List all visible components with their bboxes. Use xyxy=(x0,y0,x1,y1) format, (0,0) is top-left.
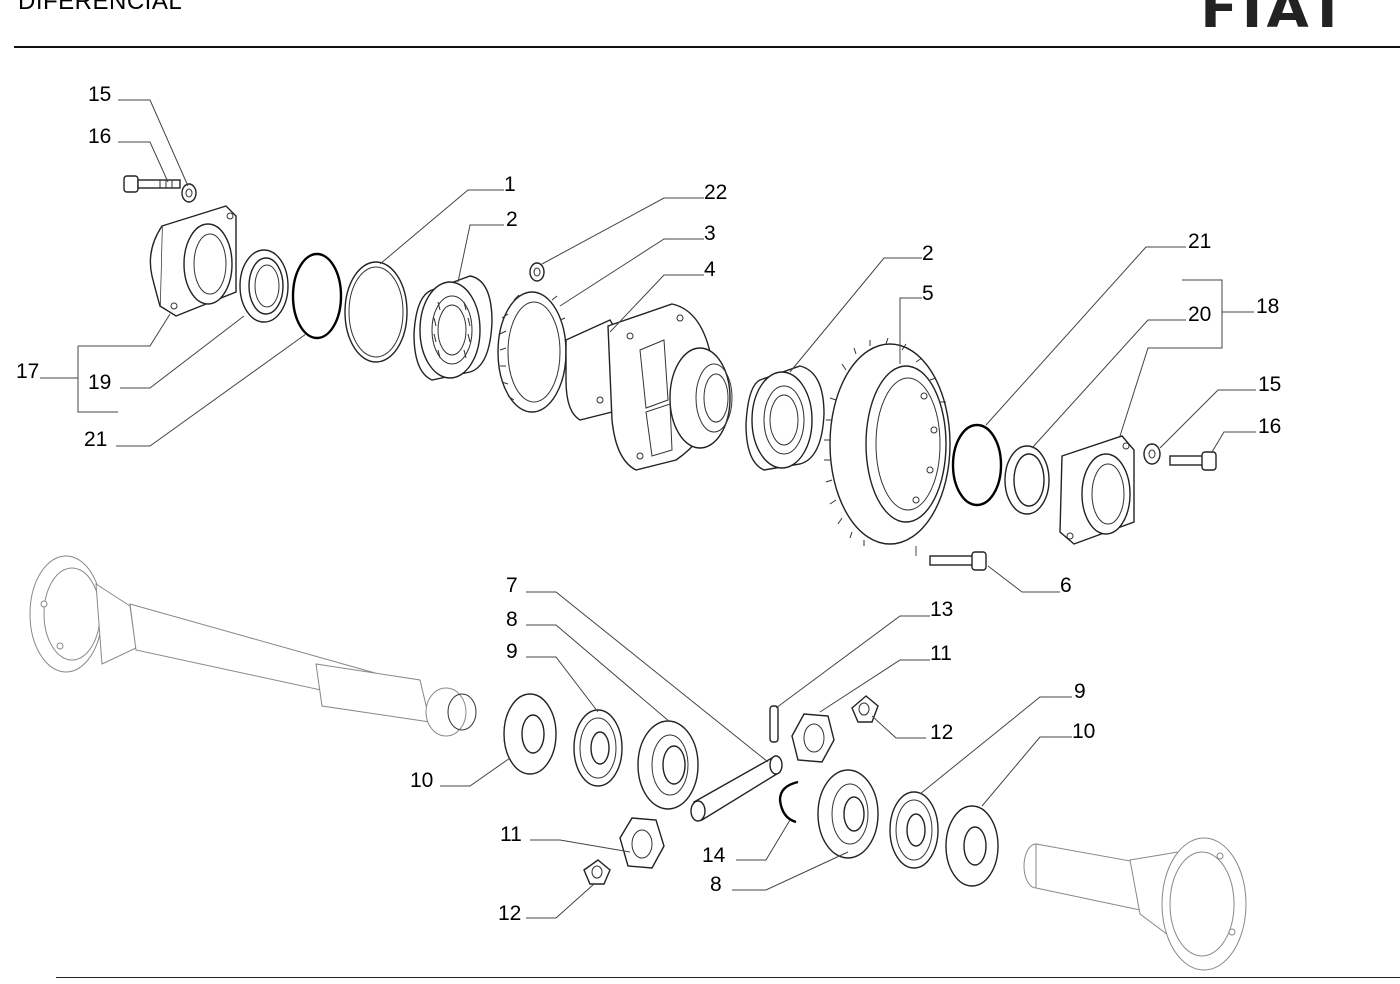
ring-gear xyxy=(824,337,951,546)
gear-bolt xyxy=(929,551,987,571)
oil-seal-right xyxy=(1004,445,1050,515)
callout-8-top: 8 xyxy=(506,608,518,631)
o-ring-left xyxy=(291,252,343,340)
header-divider xyxy=(14,46,1400,48)
callout-20: 20 xyxy=(1188,303,1211,326)
shim-ring xyxy=(344,261,408,363)
oil-seal-left xyxy=(239,249,289,323)
axle-shaft-right xyxy=(1023,837,1247,971)
washer-left xyxy=(181,183,197,203)
spherical-washer-top xyxy=(851,695,879,723)
callout-2-left: 2 xyxy=(506,208,518,231)
callout-21-left: 21 xyxy=(84,428,107,451)
roll-pin xyxy=(769,705,779,743)
callout-15-right: 15 xyxy=(1258,373,1281,396)
bearing-left xyxy=(413,275,493,381)
thrust-washer-left xyxy=(503,693,557,775)
callout-11-bottom: 11 xyxy=(500,823,522,846)
leader-lines xyxy=(40,99,1256,919)
planet-gear-top xyxy=(791,713,835,763)
small-washer xyxy=(529,262,545,282)
callout-17: 17 xyxy=(16,360,39,383)
page-title: DIFERENCIAL xyxy=(18,0,183,15)
washer-right xyxy=(1143,443,1161,465)
callout-7: 7 xyxy=(506,574,518,597)
side-gear-left xyxy=(637,720,699,810)
callout-6: 6 xyxy=(1060,574,1072,597)
callout-2-right: 2 xyxy=(922,242,934,265)
bearing-cap-right xyxy=(1059,435,1135,545)
bearing-cap-left xyxy=(149,205,237,317)
callout-3: 3 xyxy=(704,222,716,245)
callout-4: 4 xyxy=(704,258,716,281)
callout-9-left: 9 xyxy=(506,640,518,663)
callout-1: 1 xyxy=(504,173,516,196)
callout-10-right: 10 xyxy=(1072,720,1095,743)
callout-21-right: 21 xyxy=(1188,230,1211,253)
callout-labels: 15 16 1 2 22 3 4 2 5 21 18 20 15 16 17 1… xyxy=(16,83,1281,925)
callout-10-left: 10 xyxy=(410,769,433,792)
callout-14: 14 xyxy=(702,844,726,867)
callout-12-top: 12 xyxy=(930,721,953,744)
callout-15-left: 15 xyxy=(88,83,111,106)
planet-gear-bottom xyxy=(619,817,665,869)
bolt-right xyxy=(1169,451,1217,471)
needle-bearing-right xyxy=(889,791,939,869)
callout-16-left: 16 xyxy=(88,125,111,148)
footer-divider xyxy=(56,977,1400,978)
spherical-washer-bottom xyxy=(583,859,611,885)
axle-shaft-left xyxy=(29,555,477,737)
phonic-wheel xyxy=(497,291,567,413)
callout-5: 5 xyxy=(922,282,934,305)
pinion-shaft xyxy=(690,755,783,822)
callout-22: 22 xyxy=(704,181,727,204)
bolt-left xyxy=(123,175,181,193)
thrust-washer-right xyxy=(945,805,999,887)
callout-12-bottom: 12 xyxy=(498,902,521,925)
fiat-logo: FIAT xyxy=(1200,0,1351,40)
callout-13: 13 xyxy=(930,598,953,621)
callout-18: 18 xyxy=(1256,295,1279,318)
callout-16-right: 16 xyxy=(1258,415,1281,438)
differential-housing xyxy=(565,303,733,471)
circlip xyxy=(778,780,799,824)
needle-bearing-left xyxy=(573,709,623,787)
bearing-right xyxy=(745,365,825,471)
callout-11-top: 11 xyxy=(930,642,952,665)
o-ring-right xyxy=(951,423,1003,507)
callout-9-right: 9 xyxy=(1074,680,1086,703)
side-gear-right xyxy=(817,769,879,859)
callout-8-bottom: 8 xyxy=(710,873,722,896)
callout-19: 19 xyxy=(88,371,111,394)
